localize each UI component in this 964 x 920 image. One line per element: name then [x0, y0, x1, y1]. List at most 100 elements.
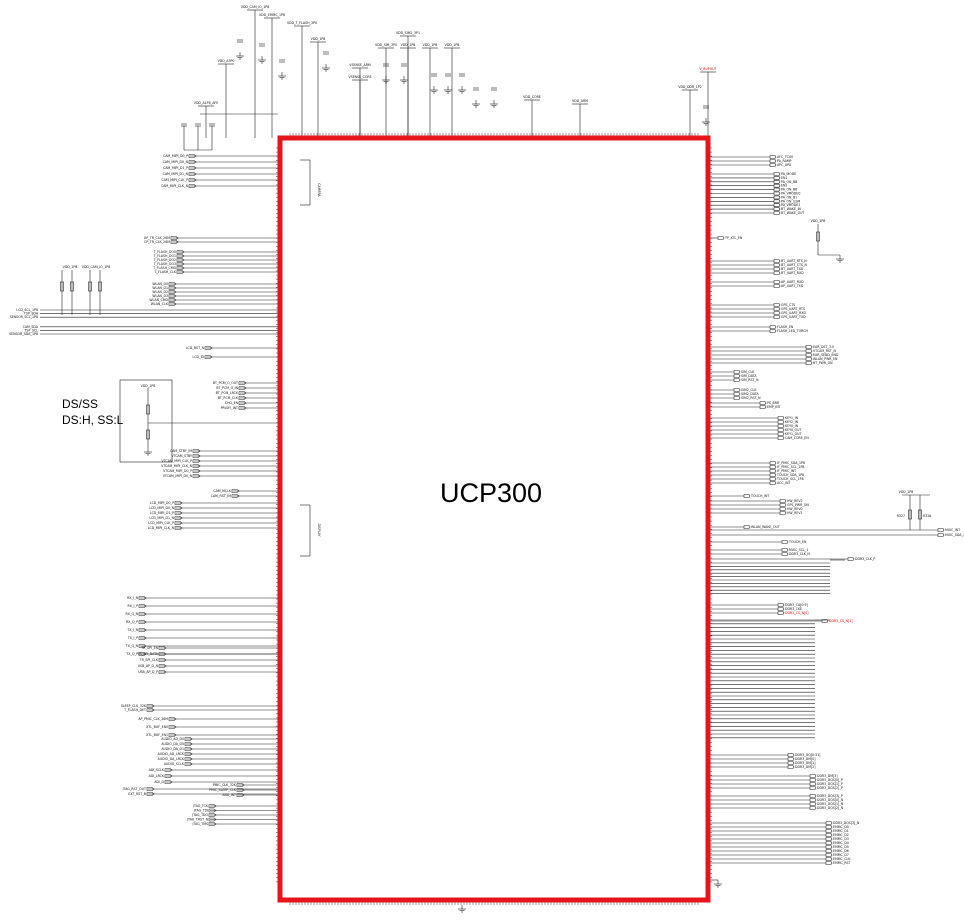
- net-port-marker: [238, 381, 247, 385]
- left-net-label: CAM_MIPI_D1_N: [163, 172, 189, 176]
- right-net-label: WLAN_PWR_EN: [813, 357, 838, 361]
- net-port-marker: [809, 794, 817, 798]
- net-port-marker: [174, 506, 183, 510]
- net-port-marker: [847, 557, 855, 561]
- left-net-label: SLEEP_CLK_32K: [121, 704, 147, 708]
- net-port-marker: [825, 821, 833, 825]
- net-port-marker: [170, 240, 179, 244]
- net-port-marker: [138, 644, 147, 648]
- net-port-marker: [773, 199, 781, 204]
- top-rail-label: VDD_ARM: [572, 99, 588, 103]
- left-net-label: T_FLASH_DO3: [153, 262, 176, 266]
- right-net-label: EMMC_D4: [833, 841, 849, 845]
- net-port-marker: [208, 817, 217, 822]
- net-port-marker: [769, 477, 777, 481]
- net-port-marker: [146, 792, 155, 796]
- net-port-marker: [769, 329, 777, 333]
- net-port-marker: [769, 465, 777, 469]
- net-port-marker: [192, 464, 201, 468]
- right-net-label: SIM_CLK: [741, 370, 755, 374]
- pin-ticks-layer: [276, 133, 712, 905]
- net-port-marker: [138, 652, 147, 656]
- net-port-marker: [781, 540, 789, 544]
- net-port-marker: [769, 159, 777, 163]
- right-net-label: EMMC_CLK: [833, 857, 851, 861]
- net-port-marker: [176, 258, 185, 262]
- left-net-label: WLAN_D3: [152, 294, 168, 298]
- net-port-marker: [937, 533, 945, 537]
- net-port-marker: [787, 757, 795, 761]
- right-net-label: PA_ON_BB: [781, 180, 797, 184]
- net-port-marker: [174, 516, 183, 520]
- rail-label: VDD_1P8: [141, 384, 156, 388]
- net-port-marker: [773, 187, 781, 192]
- right-net-label: DDR3_DM[0]: [795, 757, 815, 761]
- left-net-label: XTL_BUF_EN0: [146, 725, 168, 729]
- net-port-marker: [236, 783, 245, 787]
- left-net-label: CAM_MIPI_D0_N: [163, 160, 189, 164]
- net-port-marker: [188, 178, 197, 182]
- right-net-label: HW_REV0: [787, 507, 803, 511]
- left-net-label: PROXY_INT: [221, 406, 238, 410]
- top-rail-label: VDD_1P8: [311, 37, 326, 41]
- left-net-label: WLAN_CMD: [149, 298, 168, 302]
- left-net-label: ADI_D: [154, 780, 164, 784]
- net-port-marker: [176, 266, 185, 270]
- display-block-label: DISPLAY: [317, 523, 321, 536]
- top-rail-label: VDD_EMMC_1P8: [259, 13, 285, 17]
- net-port-marker: [168, 302, 177, 306]
- net-port-marker: [779, 499, 787, 503]
- right-net-label: TOUCH_INT: [750, 494, 769, 498]
- left-net-label: ADI_LRCK: [149, 774, 165, 778]
- net-port-marker: [168, 290, 177, 294]
- net-port-marker: [743, 525, 751, 529]
- left-net-label: LCD_RST_N: [186, 346, 205, 350]
- net-port-marker: [773, 307, 781, 311]
- right-net-label: PS_BRR: [767, 401, 780, 405]
- net-port-marker: [787, 765, 795, 769]
- net-port-marker: [773, 203, 781, 207]
- right-net-label: EMMC_D7: [833, 853, 849, 857]
- left-net-label: USB_AP_D_N: [138, 664, 159, 668]
- net-port-marker: [164, 774, 173, 778]
- net-port-marker: [138, 596, 147, 600]
- net-port-marker: [188, 172, 197, 176]
- net-port-marker: [184, 757, 193, 761]
- left-side-net-label: CAM_SDA: [23, 325, 39, 329]
- net-port-marker: [238, 401, 247, 405]
- net-port-marker: [777, 424, 785, 428]
- top-rail-label: VDD_CAM_IO_1P8: [241, 5, 269, 9]
- net-port-marker: [773, 176, 781, 180]
- right-net-label: SIM_RST_N: [741, 378, 759, 382]
- left-net-label: PMIC_CLK_32K: [213, 783, 237, 787]
- net-port-marker: [184, 747, 193, 751]
- right-net-label: TOUCH_SDA_1P8: [776, 473, 804, 477]
- ds-ss-line1: DS/SS: [62, 397, 99, 411]
- net-port-marker: [174, 521, 183, 525]
- left-net-label: JTAG_TMS: [191, 822, 208, 826]
- right-net-label: EMMC_D2: [833, 833, 849, 837]
- left-net-label: USB_AP_D_P: [138, 670, 158, 674]
- right-net-label: BT_UART_RXD: [781, 271, 804, 275]
- wires-layer: [40, 9, 945, 913]
- right-net-label: KEY1_IN: [785, 416, 799, 420]
- left-net-label: RX_Q_P: [126, 620, 138, 624]
- net-port-marker: [164, 768, 173, 772]
- right-net-label: AFC_TCXO: [777, 155, 794, 159]
- net-port-marker: [825, 845, 833, 849]
- top-rail-label: VDD_1P8: [401, 43, 416, 47]
- net-port-marker: [231, 489, 240, 493]
- right-net-label: EMMC_D6: [833, 849, 849, 853]
- right-net-label: DDR3_CKE: [785, 607, 802, 611]
- left-net-label: LCD_MIPI_D1_N: [149, 516, 174, 520]
- left-net-label: TX_Q_P: [125, 652, 138, 656]
- right-net-label: KEY2_IN: [785, 420, 799, 424]
- left-net-label: BT_PCM_CLK: [218, 396, 239, 400]
- left-net-label: CAM_MIPI_CLK_P: [161, 178, 188, 182]
- left-net-label: TR_SPI_DATA: [137, 652, 159, 656]
- net-port-marker: [138, 636, 147, 640]
- left-net-label: TR_SPI_EN: [140, 646, 158, 650]
- net-port-marker: [809, 786, 817, 790]
- left-net-label: JTAG_TRST_N: [186, 818, 209, 822]
